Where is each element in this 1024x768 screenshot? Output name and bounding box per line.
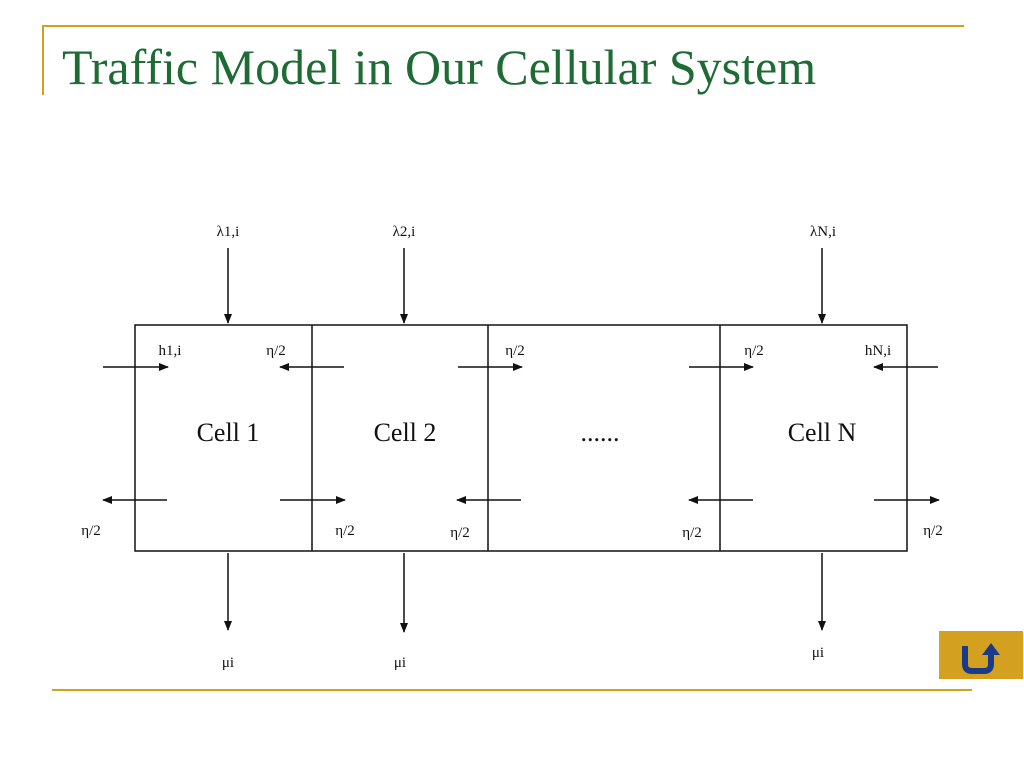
eta-label: η/2 <box>923 523 943 539</box>
cell-row <box>134 324 908 552</box>
cell-label: ...... <box>581 418 620 447</box>
slide-title: Traffic Model in Our Cellular System <box>62 39 817 95</box>
arrival-rate-label: λ2,i <box>393 224 416 240</box>
top-rule <box>42 25 964 27</box>
cell-label: Cell 1 <box>197 418 260 447</box>
back-button[interactable] <box>939 631 1023 679</box>
bottom-rule <box>52 689 972 691</box>
cell-row-outline <box>134 324 908 552</box>
arrival-rate-label: λN,i <box>810 224 836 240</box>
cell-label: Cell N <box>788 418 857 447</box>
eta-label: η/2 <box>81 523 101 539</box>
departure-rate-label: μi <box>394 655 406 671</box>
eta-label: η/2 <box>450 525 470 541</box>
handoff-rate-label: h1,i <box>159 343 182 359</box>
eta-label: η/2 <box>335 523 355 539</box>
cell-label: Cell 2 <box>374 418 437 447</box>
eta-label: η/2 <box>682 525 702 541</box>
left-rule <box>42 25 44 95</box>
eta-label: η/2 <box>744 343 764 359</box>
handoff-rate-label: hN,i <box>865 343 891 359</box>
arrival-rate-label: λ1,i <box>217 224 240 240</box>
eta-label: η/2 <box>505 343 525 359</box>
u-turn-arrow-icon <box>962 643 1000 674</box>
eta-label: η/2 <box>266 343 286 359</box>
departure-rate-label: μi <box>222 655 234 671</box>
departure-rate-label: μi <box>812 645 824 661</box>
